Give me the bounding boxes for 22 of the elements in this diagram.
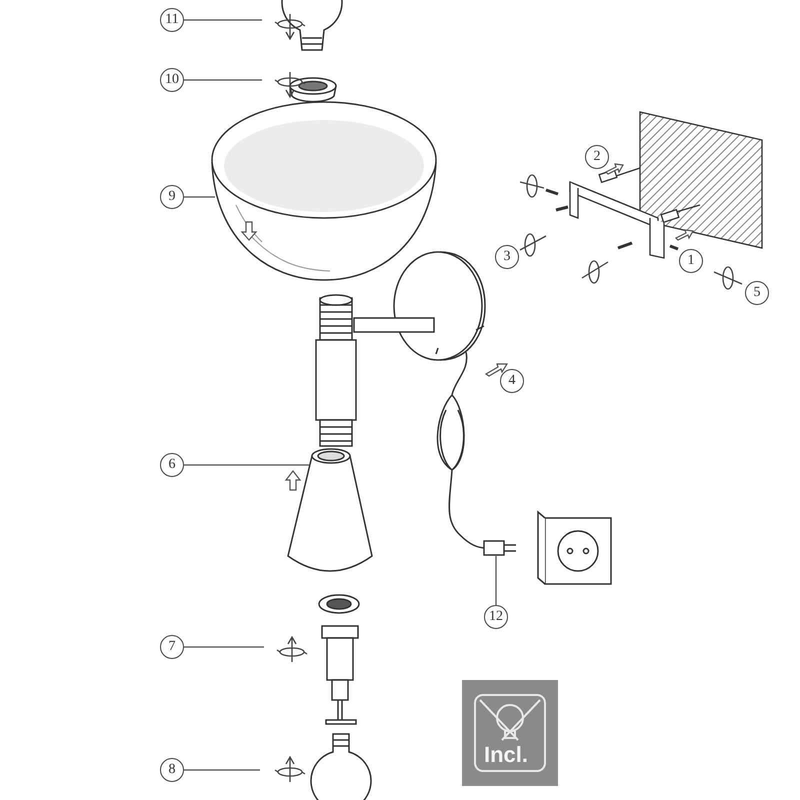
- leader-line: [184, 19, 262, 21]
- callout-number: 2: [585, 145, 609, 169]
- callout-number: 9: [160, 185, 184, 209]
- callout-number: 5: [745, 281, 769, 305]
- cone-shade: [287, 448, 373, 572]
- callout-number: 3: [495, 245, 519, 269]
- callout-number: 12: [484, 605, 508, 629]
- callout-number: 6: [160, 453, 184, 477]
- callout-number: 7: [160, 635, 184, 659]
- callout-number: 1: [679, 249, 703, 273]
- callout-number: 11: [160, 8, 184, 32]
- leader-line: [184, 769, 260, 771]
- leader-line: [495, 556, 497, 605]
- leader-line: [184, 79, 262, 81]
- not-included-text: Incl.: [484, 744, 528, 766]
- bowl-shade: [211, 101, 437, 281]
- callout-number: 4: [500, 369, 524, 393]
- callout-number: 8: [160, 758, 184, 782]
- leader-line: [184, 196, 215, 198]
- leader-line: [184, 646, 264, 648]
- leader-line: [184, 464, 309, 466]
- callout-number: 10: [160, 68, 184, 92]
